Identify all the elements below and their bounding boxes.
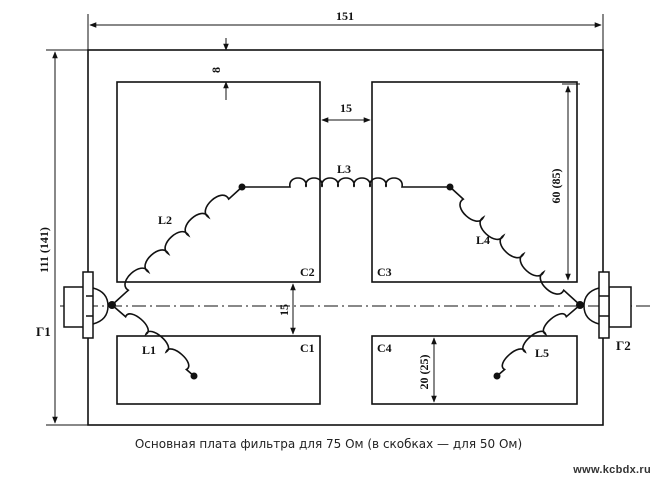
small-cap-height-label: 20 (25)	[417, 355, 431, 390]
gap-h-label: 15	[340, 101, 352, 115]
connector-g2	[583, 271, 632, 339]
label-l1: L1	[142, 343, 156, 357]
tap-point-l1	[190, 372, 198, 380]
margin-top-label: 8	[209, 67, 223, 73]
tap-point-l4	[446, 183, 454, 191]
plate-c3	[371, 81, 578, 283]
width-dimension-label: 151	[336, 9, 354, 23]
plate-c1	[116, 335, 321, 405]
board-outline	[87, 49, 604, 426]
height-dimension-label: 111 (141)	[37, 227, 51, 273]
plate-c4	[371, 335, 578, 405]
label-l2: L2	[158, 213, 172, 227]
coil-l1	[111, 304, 195, 377]
figure-caption: Основная плата фильтра для 75 Ом (в скоб…	[134, 437, 523, 451]
tap-point-l5	[493, 372, 501, 380]
tap-point-l2	[238, 183, 246, 191]
label-g2: Г2	[616, 338, 631, 353]
cap-height-label: 60 (85)	[549, 169, 563, 204]
label-c2: C2	[300, 265, 315, 279]
label-l4: L4	[476, 233, 490, 247]
label-c4: C4	[377, 341, 392, 355]
label-c1: C1	[300, 341, 315, 355]
coil-l5	[496, 304, 581, 377]
coil-l2	[111, 186, 243, 306]
label-l3: L3	[337, 162, 351, 176]
label-l5: L5	[535, 346, 549, 360]
site-watermark: www.kcbdx.ru	[573, 464, 651, 476]
gap-v-label: 15	[277, 304, 291, 316]
label-c3: C3	[377, 265, 392, 279]
plate-c2	[116, 81, 321, 283]
coil-l4	[449, 186, 581, 306]
label-g1: Г1	[36, 324, 51, 339]
coil-l3	[242, 177, 450, 188]
connector-g1	[63, 271, 109, 339]
